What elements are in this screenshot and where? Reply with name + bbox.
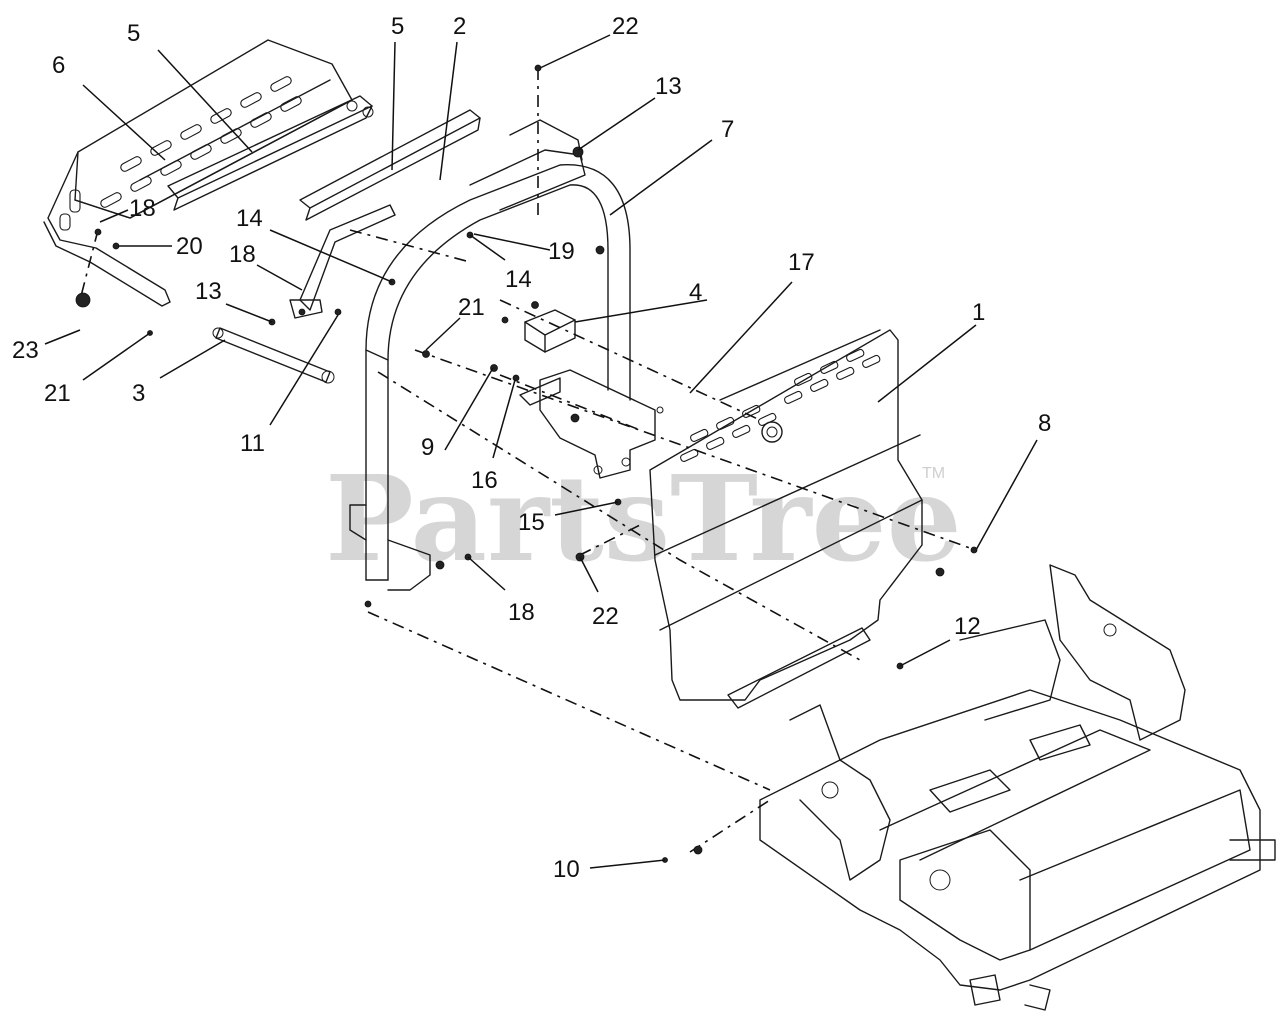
callout-23: 23	[12, 337, 39, 364]
callout-5-right: 5	[391, 13, 404, 40]
callout-2: 2	[453, 13, 466, 40]
callout-15: 15	[518, 509, 545, 536]
part-7-rops-hoop	[289, 119, 631, 591]
part-3-rod	[212, 327, 335, 384]
callout-13-left: 13	[195, 278, 222, 305]
callout-21-left: 21	[44, 380, 71, 407]
callout-4: 4	[689, 279, 702, 306]
part-6-rear-bracket	[43, 39, 353, 307]
callout-14-left: 14	[236, 205, 263, 232]
callout-20: 20	[176, 233, 203, 260]
callout-9: 9	[421, 434, 434, 461]
watermark-trademark: TM	[922, 465, 945, 482]
callout-5-left: 5	[127, 20, 140, 47]
watermark-text: PartsTree	[325, 449, 962, 588]
part-1-slots	[680, 348, 881, 462]
callout-13-top: 13	[655, 73, 682, 100]
callout-14-right: 14	[505, 266, 532, 293]
part-4-bracket	[524, 309, 576, 353]
mower-frame	[759, 564, 1276, 1011]
callout-10: 10	[553, 856, 580, 883]
part-16-mount-plate	[519, 369, 664, 479]
callout-18-bottom: 18	[508, 599, 535, 626]
leader-lines	[44, 34, 1038, 869]
callout-21-mid: 21	[458, 294, 485, 321]
part-5-rail-left	[167, 95, 373, 211]
callout-3: 3	[132, 380, 145, 407]
callout-16: 16	[471, 467, 498, 494]
callout-12: 12	[954, 613, 981, 640]
part-1-grommet	[761, 421, 783, 443]
callout-7: 7	[721, 116, 734, 143]
callout-19: 19	[548, 238, 575, 265]
part-2-rail	[299, 100, 481, 221]
callout-1: 1	[972, 299, 985, 326]
callout-22-bottom: 22	[592, 603, 619, 630]
callout-18-left: 18	[129, 195, 156, 222]
callout-6: 6	[52, 52, 65, 79]
assembly-lines	[79, 68, 971, 853]
callout-8: 8	[1038, 410, 1051, 437]
callout-17: 17	[788, 249, 815, 276]
part-1-panel	[649, 329, 923, 709]
callout-11: 11	[240, 430, 265, 457]
callout-18-mid: 18	[229, 241, 256, 268]
fasteners	[75, 64, 978, 863]
callout-labels: 6 5 5 2 22 13 7 18 20 14 18 19 17 14 4 1…	[12, 13, 1051, 883]
callout-22-top: 22	[612, 13, 639, 40]
